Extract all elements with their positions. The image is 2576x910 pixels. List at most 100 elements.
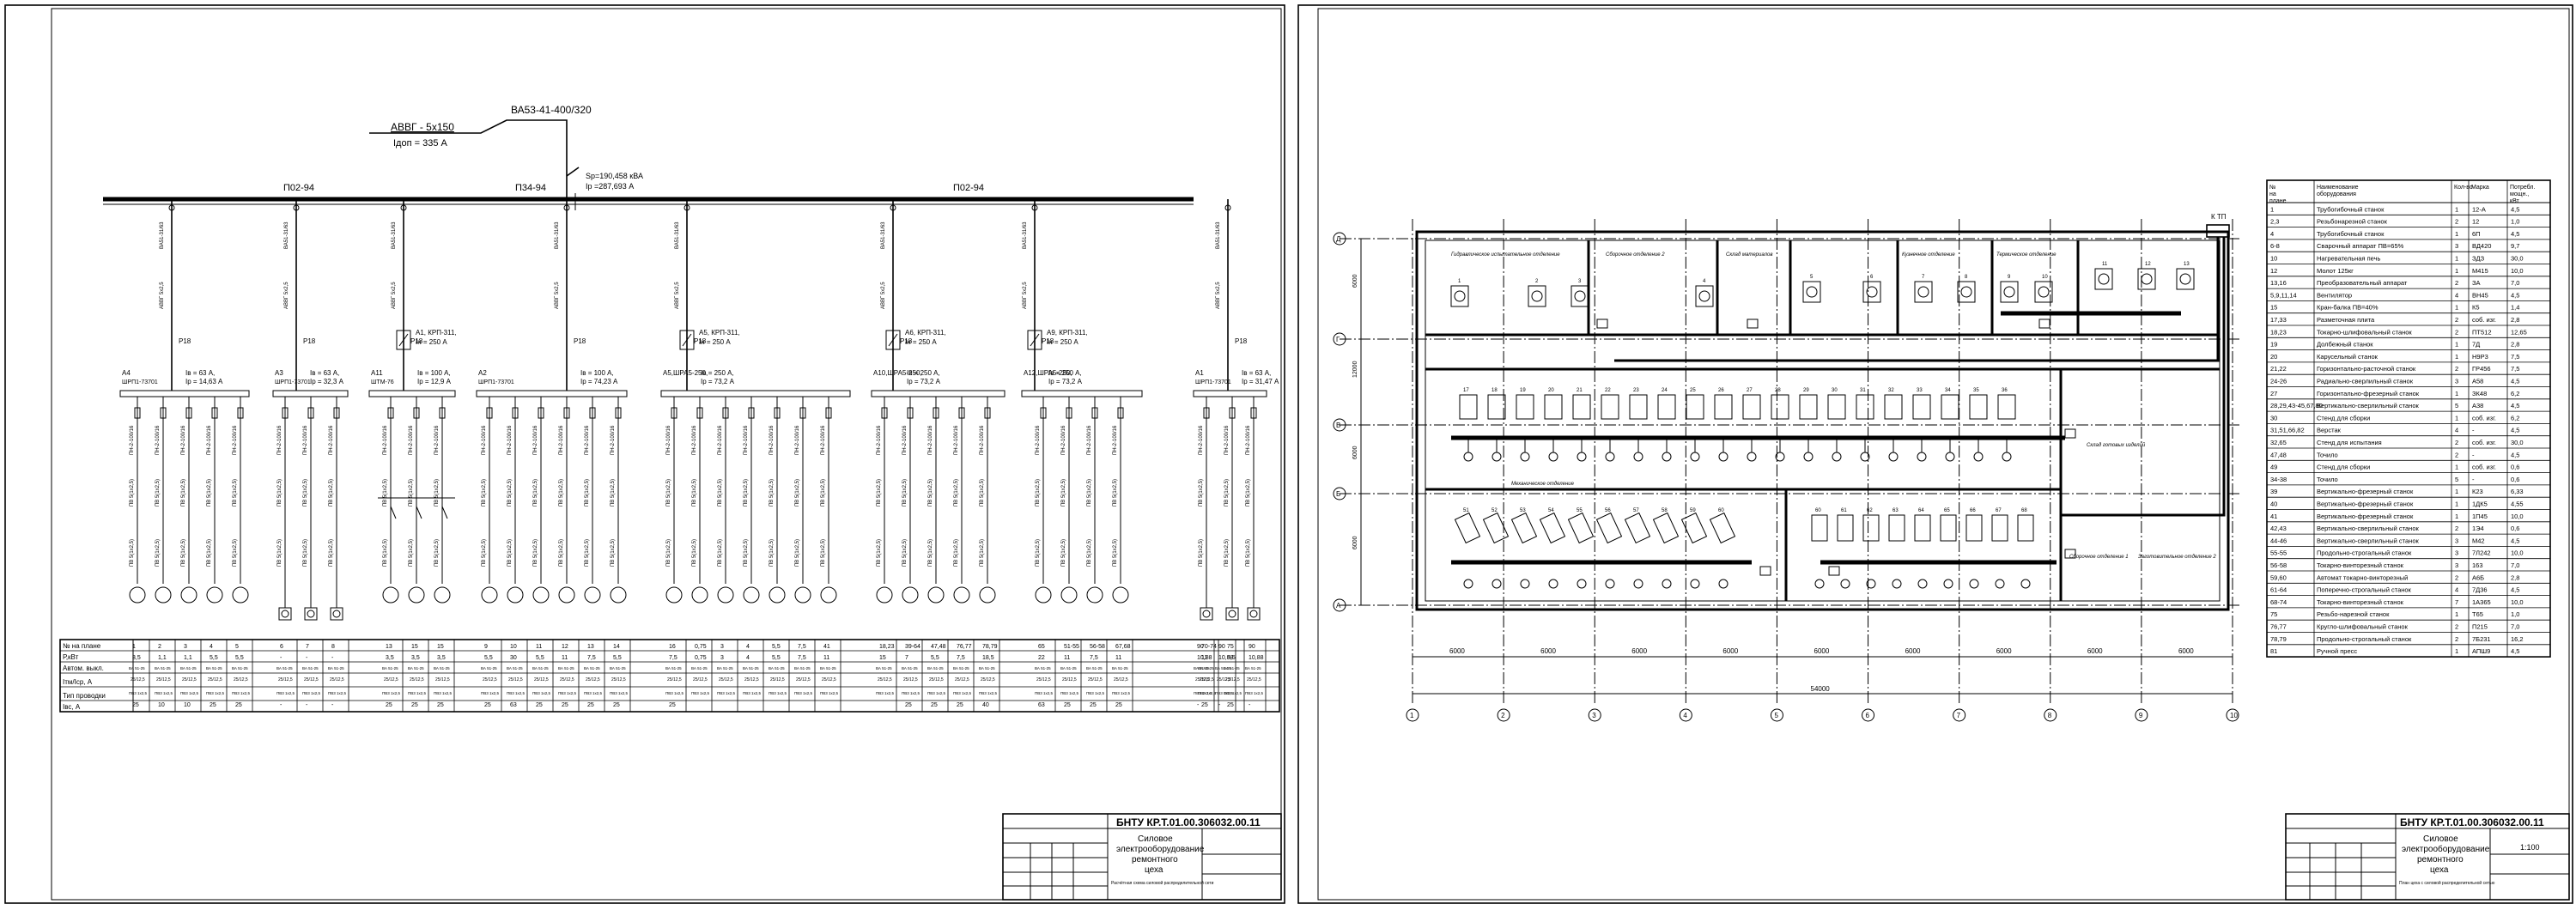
cell-breaker: ВА 51-25 xyxy=(876,666,892,670)
eq-cell: 1 xyxy=(2455,500,2458,508)
cell-current: 25/12,5 xyxy=(1114,677,1128,682)
eq-cell: 7,0 xyxy=(2511,561,2519,569)
cell-wire: ПВ3 1х2,5 xyxy=(1198,691,1216,695)
cell-power: 7,5 xyxy=(798,655,806,661)
cell-ivs: 10 xyxy=(158,702,165,708)
wire-label: ПВ 5(1х2,5) xyxy=(585,479,590,507)
motor-symbol xyxy=(558,586,575,604)
eq-cell: Вертикально-фрезерный станок xyxy=(2317,488,2414,495)
eq-cell: ПТ512 xyxy=(2472,328,2492,336)
fuse-label: ПН-2-100/16 xyxy=(1199,425,1204,455)
cell-ivs: 25 xyxy=(1227,702,1234,708)
cell-wire: ПВ3 1х2,5 xyxy=(302,691,320,695)
eq-cell: 4 xyxy=(2455,586,2458,594)
cell-current: 25/12,5 xyxy=(955,677,969,682)
cell-power: 10,88 xyxy=(1197,655,1212,661)
machine-motor xyxy=(1662,579,1672,589)
motor-symbol xyxy=(691,586,708,604)
cell-ivs: - xyxy=(1218,702,1221,708)
cell-wire: ПВ3 1х2,5 xyxy=(1086,691,1104,695)
machine-motor xyxy=(1633,452,1643,462)
fuse-label: ПН-2-100/16 xyxy=(902,425,908,455)
feeder-label: Р18 xyxy=(900,337,913,345)
panel-iv: Iв = 63 А, xyxy=(310,369,339,377)
machine-number: 63 xyxy=(1893,508,1899,513)
sheet2-inner-frame xyxy=(1317,8,2570,901)
fuse-label: ПН-2-100/16 xyxy=(980,425,985,455)
wire-label: ПВ 5(1х2,5) xyxy=(434,539,440,567)
eq-cell: 6,2 xyxy=(2511,414,2519,422)
machine-number: 35 xyxy=(1973,388,1979,393)
name-2b: электрооборудование xyxy=(2402,844,2490,854)
motor-symbol xyxy=(743,586,760,604)
eq-cell: 1 xyxy=(2455,304,2458,312)
eq-cell: 2,8 xyxy=(2511,573,2519,581)
cell-ivs: - xyxy=(1197,702,1200,708)
equipment-box xyxy=(1571,285,1589,307)
motor-symbol xyxy=(665,586,683,604)
fuse-symbol xyxy=(671,407,677,419)
eq-cell: 1 xyxy=(2455,610,2458,618)
equipment-motor xyxy=(1574,290,1586,302)
fuse-symbol xyxy=(933,407,939,419)
wire-label: ПВ 5(1х2,5) xyxy=(329,539,334,567)
cell-wire: ПВ3 1х2,5 xyxy=(558,691,576,695)
machine-number: 51 xyxy=(1463,508,1469,513)
machine-box xyxy=(1539,512,1566,544)
cell-ivs: 25 xyxy=(957,702,963,708)
panel-bar xyxy=(1193,390,1267,397)
eq-cell: 56-58 xyxy=(2270,561,2287,569)
room-label: Склад материалов xyxy=(1726,252,1772,258)
breaker-contact xyxy=(682,333,692,347)
fuse-label: ПН-2-100/16 xyxy=(434,425,440,455)
axis-bubble xyxy=(1953,708,1966,722)
dim-text: 6000 xyxy=(2178,647,2194,655)
cell-ivs: 10 xyxy=(184,702,191,708)
axis-label: 5 xyxy=(1774,712,1778,719)
machine-number: 33 xyxy=(1917,388,1923,393)
cell-number: 76,77 xyxy=(957,644,972,650)
fuse-label: ПН-2-100/16 xyxy=(877,425,882,455)
cell-number: 10 xyxy=(510,644,517,650)
eq-cell: Автомат токарно-винторезный xyxy=(2317,573,2408,581)
equipment-number: 1 xyxy=(1458,279,1461,284)
idop-label: Iдоп = 335 А xyxy=(393,138,447,149)
eq-cell: 4,55 xyxy=(2511,500,2524,508)
eq-cell: 59,60 xyxy=(2270,573,2287,581)
breaker-contact xyxy=(888,333,898,347)
cell-current: 25/12,5 xyxy=(1225,677,1240,682)
motor-symbol xyxy=(1112,586,1129,604)
sheet2-frame xyxy=(1297,4,2573,904)
motor-symbol xyxy=(794,586,811,604)
machine-number: 67 xyxy=(1996,508,2002,513)
eq-cell: 2 xyxy=(2455,279,2458,287)
eq-cell: 12 xyxy=(2270,267,2277,275)
axis-bubble xyxy=(1333,418,1346,432)
cell-current: 25/12,5 xyxy=(208,677,222,682)
eq-cell: 3 xyxy=(2455,561,2458,569)
cell-power: 11 xyxy=(1201,655,1207,661)
eq-cell: 4 xyxy=(2270,230,2274,238)
feeder-breaker-label: ВА51-31/63 xyxy=(1023,221,1028,249)
eq-cell: 1А365 xyxy=(2472,598,2491,606)
breaker-name: А9, КРП-311, xyxy=(1047,329,1088,337)
eq-cell: Разметочная плита xyxy=(2317,316,2375,324)
panel-name: А10,ШРА5-250, xyxy=(873,369,922,377)
eq-cell: - xyxy=(2472,451,2475,458)
name-1a: Силовое xyxy=(1138,834,1173,844)
machine-number: 66 xyxy=(1970,508,1976,513)
cell-ivs: 25 xyxy=(411,702,418,708)
breaker-current: Iн = 250 А xyxy=(1047,338,1078,346)
eq-cell: Поперечно-строгальный станок xyxy=(2317,586,2412,594)
fuse-label: ПН-2-100/16 xyxy=(383,425,388,455)
machine-motor xyxy=(1814,579,1825,589)
cell-number: 75 xyxy=(1227,644,1234,650)
machine-number: 62 xyxy=(1867,508,1873,513)
load-box xyxy=(1200,607,1213,621)
eq-cell: Вертикально-фрезерный станок xyxy=(2317,500,2414,508)
eq-cell: соб. изг. xyxy=(2472,439,2496,446)
cell-number: 41 xyxy=(823,644,830,650)
wire-label: ПВ 5(1х2,5) xyxy=(1224,479,1230,507)
cell-current: 25/12,5 xyxy=(278,677,293,682)
panel-name: А12,ШРА5-250, xyxy=(1024,369,1072,377)
